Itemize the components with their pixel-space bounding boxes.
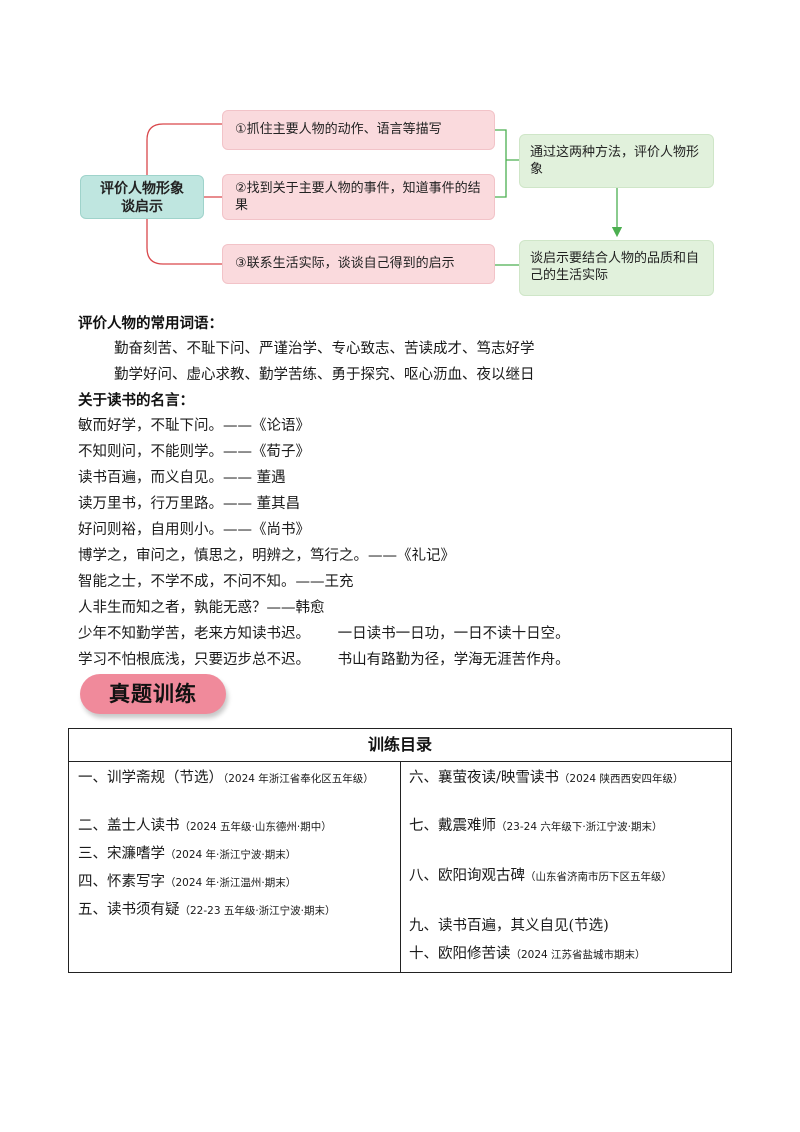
mindmap-green-node-2: 谈启示要结合人物的品质和自己的生活实际 [519, 240, 714, 296]
catalog-item-6[interactable]: 六、襄萤夜读/映雪读书（2024 陕西西安四年级） [409, 765, 731, 791]
catalog-item-2-title: 二、盖士人读书 [78, 818, 180, 834]
branch-line-1 [146, 123, 222, 175]
catalog-item-3[interactable]: 三、宋濂嗜学（2024 年·浙江宁波·期末） [78, 841, 400, 867]
mindmap-node-1: ①抓住主要人物的动作、语言等描写 [222, 110, 495, 150]
node-2-text: ②找到关于主要人物的事件，知道事件的结果 [235, 181, 481, 213]
catalog-item-10-source: （2024 江苏省盐城市期末） [510, 949, 646, 961]
quote-line-7: 智能之士，不学不成，不问不知。——王充 [78, 574, 354, 590]
catalog-item-5-source: （22-23 五年级·浙江宁波·期末） [179, 905, 336, 917]
words-line-1: 勤奋刻苦、不耻下问、严谨治学、专心致志、苦读成才、笃志好学 [114, 341, 535, 357]
words-line-2: 勤学好问、虚心求教、勤学苦练、勇于探究、呕心沥血、夜以继日 [114, 367, 535, 383]
catalog-item-4-source: （2024 年·浙江温州·期末） [165, 877, 297, 889]
quote-line-9: 少年不知勤学苦，老来方知读书迟。 一日读书一日功，一日不读十日空。 [78, 626, 570, 642]
catalog-item-9[interactable]: 九、读书百遍，其义自见(节选) [409, 913, 731, 939]
green-node-1-text: 通过这两种方法，评价人物形象 [530, 145, 700, 177]
bracket-line [495, 129, 519, 198]
green-node-2-text: 谈启示要结合人物的品质和自己的生活实际 [530, 251, 700, 283]
quote-line-2: 不知则问，不能则学。——《荀子》 [78, 444, 310, 460]
quote-line-3: 读书百遍，而义自见。—— 董遇 [78, 470, 286, 486]
catalog-title: 训练目录 [69, 729, 731, 762]
catalog-item-7-source: （23-24 六年级下·浙江宁波·期末） [496, 821, 663, 833]
catalog-item-4-title: 四、怀素写字 [78, 874, 165, 890]
center-line-1: 评价人物形象 [100, 181, 184, 197]
catalog-item-7-title: 七、戴震难师 [409, 818, 496, 834]
quote-line-8: 人非生而知之者，孰能无惑？——韩愈 [78, 600, 325, 616]
catalog-item-8[interactable]: 八、欧阳询观古碑（山东省济南市历下区五年级） [409, 863, 731, 889]
catalog-item-8-title: 八、欧阳询观古碑 [409, 868, 525, 884]
section-banner: 真题训练 [80, 674, 226, 714]
catalog-item-1[interactable]: 一、训学斋规（节选）（2024 年浙江省奉化区五年级） [78, 765, 400, 791]
node-1-text: ①抓住主要人物的动作、语言等描写 [235, 122, 442, 137]
quotes-heading: 关于读书的名言： [78, 393, 194, 409]
branch-line-3 [146, 219, 222, 265]
catalog-item-2-source: （2024 五年级·山东德州·期中） [179, 821, 332, 833]
catalog-item-6-source: （2024 陕西西安四年级） [558, 773, 684, 785]
quote-line-5: 好问则裕，自用则小。——《尚书》 [78, 522, 310, 538]
catalog-item-3-title: 三、宋濂嗜学 [78, 846, 165, 862]
quote-line-10: 学习不怕根底浅，只要迈步总不迟。 书山有路勤为径，学海无涯苦作舟。 [78, 652, 570, 668]
catalog-item-1-source: （2024 年浙江省奉化区五年级） [223, 773, 374, 785]
mindmap-connectors [146, 123, 623, 266]
catalog-item-1-title: 一、训学斋规（节选） [78, 770, 223, 786]
catalog-item-5[interactable]: 五、读书须有疑（22-23 五年级·浙江宁波·期末） [78, 897, 400, 923]
catalog-item-2[interactable]: 二、盖士人读书（2024 五年级·山东德州·期中） [78, 813, 400, 839]
mindmap-center-node: 评价人物形象 谈启示 [80, 175, 204, 219]
quote-line-1: 敏而好学，不耻下问。——《论语》 [78, 418, 310, 434]
catalog-item-4[interactable]: 四、怀素写字（2024 年·浙江温州·期末） [78, 869, 400, 895]
catalog-item-10-title: 十、欧阳修苦读 [409, 946, 511, 962]
catalog-divider [400, 761, 401, 972]
catalog-item-3-source: （2024 年·浙江宁波·期末） [165, 849, 297, 861]
catalog-item-5-title: 五、读书须有疑 [78, 902, 180, 918]
catalog-item-6-title: 六、襄萤夜读/映雪读书 [409, 770, 559, 786]
quote-line-6: 博学之，审问之，慎思之，明辨之，笃行之。——《礼记》 [78, 548, 455, 564]
mindmap-node-2: ②找到关于主要人物的事件，知道事件的结果 [222, 174, 495, 220]
node-3-text: ③联系生活实际，谈谈自己得到的启示 [235, 256, 455, 271]
mindmap-node-3: ③联系生活实际，谈谈自己得到的启示 [222, 244, 495, 284]
catalog-item-10[interactable]: 十、欧阳修苦读（2024 江苏省盐城市期末） [409, 941, 731, 967]
catalog-item-7[interactable]: 七、戴震难师（23-24 六年级下·浙江宁波·期末） [409, 813, 731, 839]
quote-line-4: 读万里书，行万里路。—— 董其昌 [78, 496, 301, 512]
catalog-table: 训练目录 一、训学斋规（节选）（2024 年浙江省奉化区五年级） 二、盖士人读书… [68, 728, 732, 973]
catalog-item-8-source: （山东省济南市历下区五年级） [525, 871, 672, 883]
words-heading: 评价人物的常用词语： [78, 316, 223, 332]
catalog-item-9-title: 九、读书百遍，其义自见(节选) [409, 918, 609, 934]
mindmap-green-node-1: 通过这两种方法，评价人物形象 [519, 134, 714, 188]
center-line-2: 谈启示 [121, 199, 163, 215]
